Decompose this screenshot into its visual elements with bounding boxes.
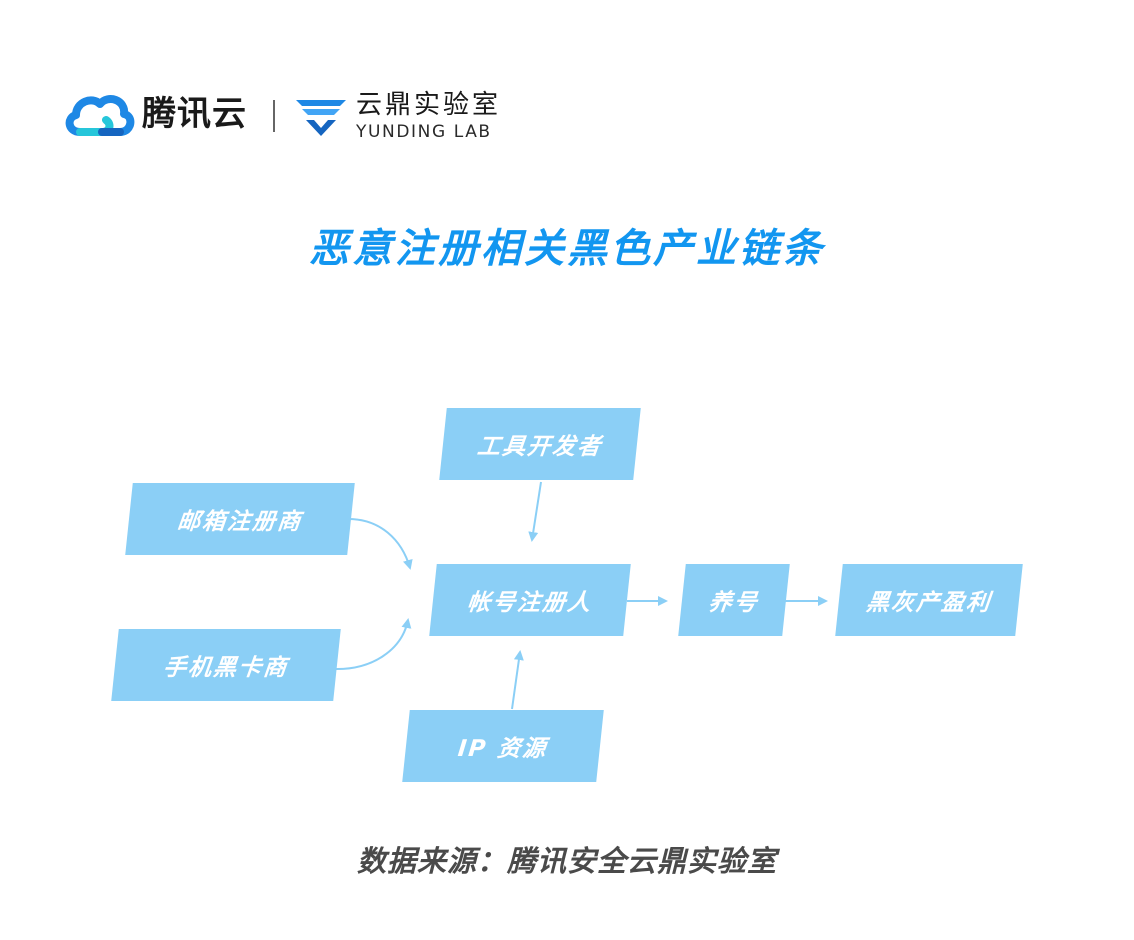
data-source-note: 数据来源：腾讯安全云鼎实验室 xyxy=(356,844,777,878)
node-tool-developer: 工具开发者 xyxy=(439,408,641,480)
node-profit: 黑灰产盈利 xyxy=(835,564,1023,636)
yunding-lab-icon xyxy=(296,100,346,136)
brand-name: 腾讯云 xyxy=(142,94,247,134)
node-email-registrar: 邮箱注册商 xyxy=(125,483,355,555)
node-label: 工具开发者 xyxy=(475,434,604,460)
node-ip-resource: IP 资源 xyxy=(402,710,604,782)
lab-name-cn: 云鼎实验室 xyxy=(356,90,502,120)
node-account-raising: 养号 xyxy=(678,564,790,636)
node-label: 黑灰产盈利 xyxy=(864,590,993,616)
lab-name-en: YUNDING LAB xyxy=(356,122,492,142)
node-label: IP 资源 xyxy=(456,736,549,762)
edge-ip-resource-to-account-reg xyxy=(511,650,524,710)
diagram-title: 恶意注册相关黑色产业链条 xyxy=(309,226,825,272)
edge-tool-dev-to-account-reg xyxy=(528,481,542,542)
tencent-cloud-icon xyxy=(65,95,135,136)
node-label: 养号 xyxy=(707,590,761,616)
node-label: 帐号注册人 xyxy=(465,590,594,616)
edge-email-reg-to-account-reg xyxy=(345,517,413,570)
node-account-registrant: 帐号注册人 xyxy=(429,564,631,636)
node-phone-card-dealer: 手机黑卡商 xyxy=(111,629,341,701)
node-label: 手机黑卡商 xyxy=(161,655,290,681)
node-label: 邮箱注册商 xyxy=(175,509,304,535)
logo-divider xyxy=(273,100,275,132)
edge-phone-card-to-account-reg xyxy=(333,618,412,671)
